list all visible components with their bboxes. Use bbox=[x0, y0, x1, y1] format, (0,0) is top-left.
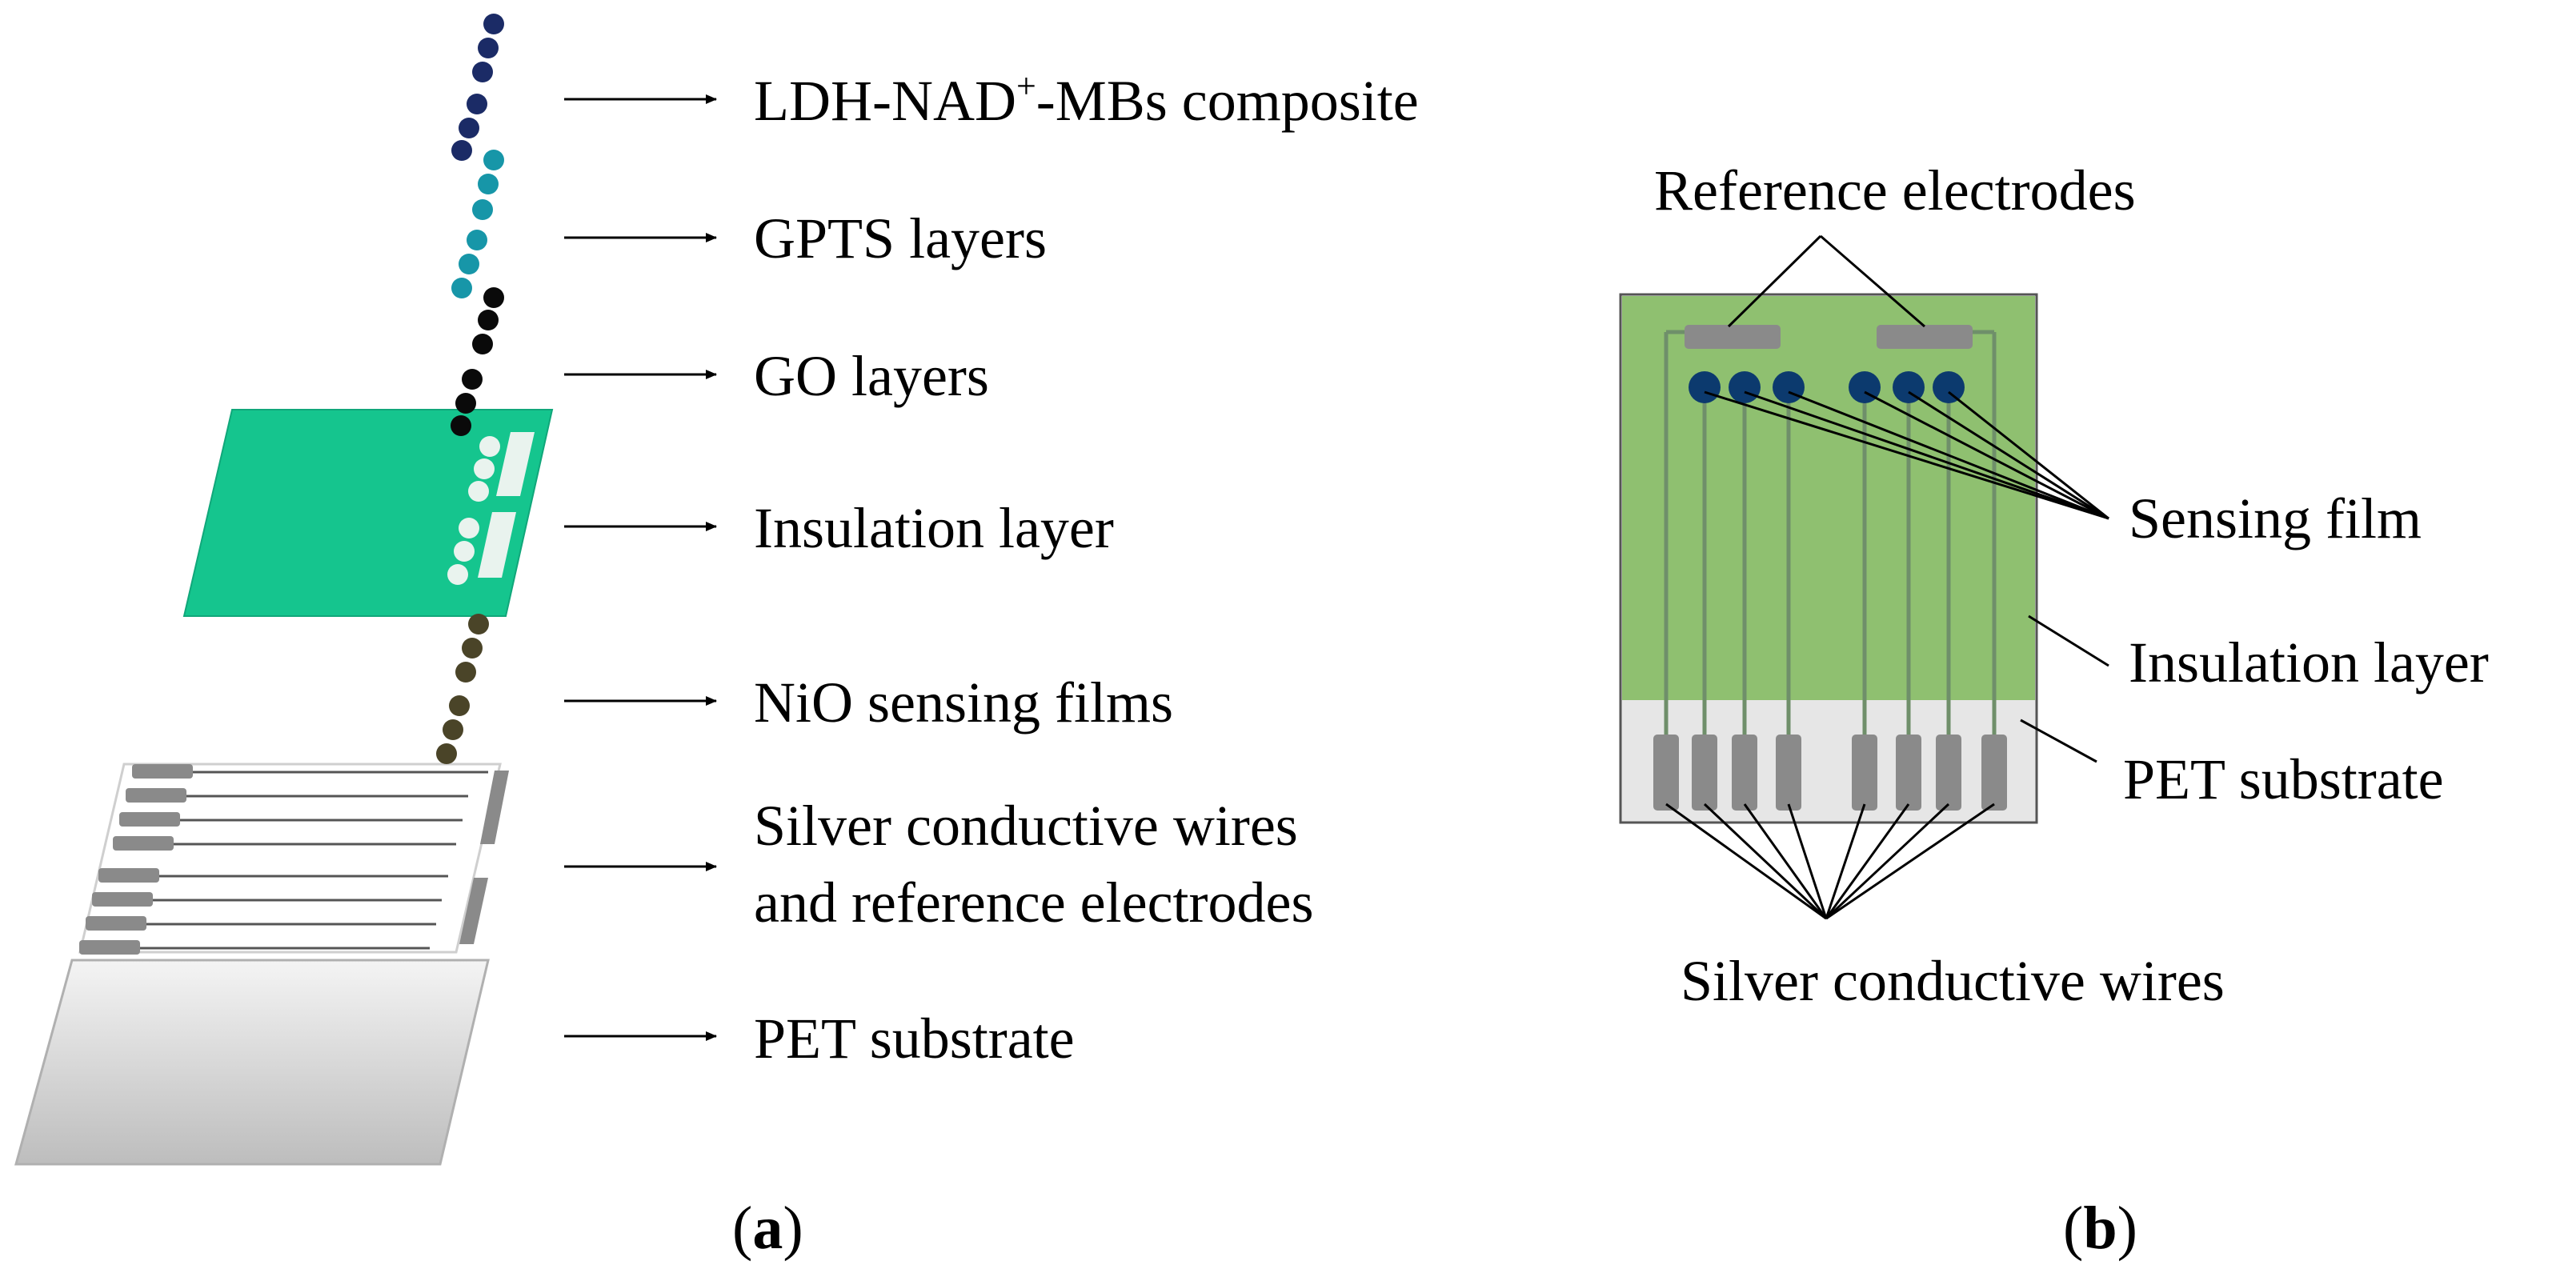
pet-substrate-a bbox=[14, 959, 490, 1166]
label-insulation-layer-b: Insulation layer bbox=[2129, 630, 2489, 695]
panel-a: LDH-NAD+-MBs composite GPTS layers GO la… bbox=[14, 14, 1419, 1262]
label-go-layers: GO layers bbox=[754, 344, 989, 408]
label-nio-sensing-films: NiO sensing films bbox=[754, 671, 1173, 735]
caption-b: (b) bbox=[2063, 1195, 2137, 1262]
caption-a: (a) bbox=[732, 1195, 803, 1262]
label-silver-wires-line2: and reference electrodes bbox=[754, 871, 1314, 935]
reference-electrodes-b bbox=[1685, 325, 1973, 349]
label-reference-electrodes: Reference electrodes bbox=[1654, 158, 2136, 222]
insulation-layer-b bbox=[1622, 296, 2035, 700]
label-pet-substrate-b: PET substrate bbox=[2123, 747, 2444, 811]
label-sensing-film: Sensing film bbox=[2129, 486, 2422, 550]
ldh-nad-mbs-beads bbox=[451, 14, 504, 161]
gpts-beads bbox=[451, 150, 504, 298]
go-beads bbox=[451, 287, 504, 436]
silver-wires-layer-a bbox=[78, 763, 502, 954]
label-silver-wires-line1: Silver conductive wires bbox=[754, 794, 1298, 858]
panel-b: Reference electrodes Sensing film Insula… bbox=[1619, 158, 2489, 1262]
label-ldh-nad-mbs: LDH-NAD+-MBs composite bbox=[754, 66, 1419, 133]
electrode-pads-a bbox=[79, 764, 509, 955]
contact-pads-b bbox=[1653, 735, 2007, 811]
label-pet-substrate-a: PET substrate bbox=[754, 1007, 1075, 1071]
nio-beads bbox=[436, 614, 489, 764]
arrows-a bbox=[564, 94, 717, 1041]
silver-wires-b bbox=[1664, 330, 1997, 744]
label-silver-conductive-wires-b: Silver conductive wires bbox=[1681, 949, 2225, 1013]
label-insulation-layer-a: Insulation layer bbox=[754, 496, 1114, 560]
label-gpts-layers: GPTS layers bbox=[754, 206, 1047, 270]
leader-lines-b bbox=[1665, 234, 2109, 920]
insulation-layer-a bbox=[182, 409, 554, 617]
